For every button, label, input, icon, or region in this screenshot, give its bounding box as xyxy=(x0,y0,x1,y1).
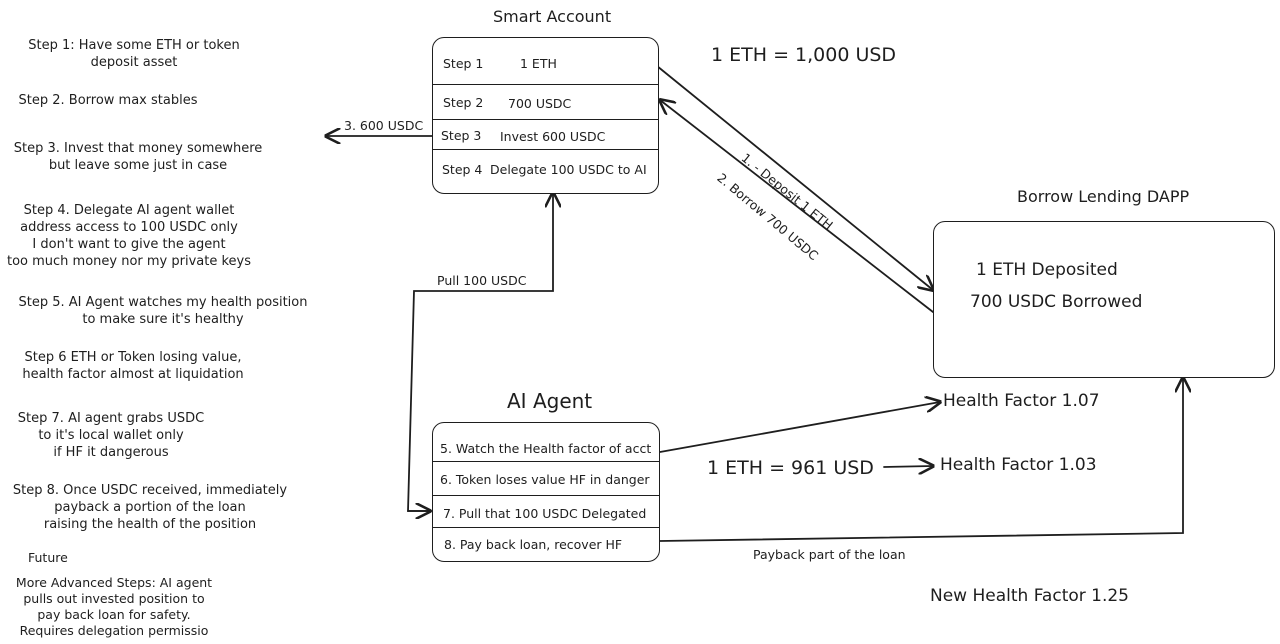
future-label: Future xyxy=(28,550,68,565)
divider xyxy=(433,84,658,85)
step-4-note: Step 4. Delegate AI agent wallet address… xyxy=(6,203,252,269)
ai-agent-row-6: 6. Token loses value HF in danger xyxy=(440,472,650,487)
future-note: More Advanced Steps: AI agent pulls out … xyxy=(15,575,213,638)
smart-account-title: Smart Account xyxy=(493,7,612,26)
smart-account-row-3-step: Step 3 xyxy=(441,128,482,143)
price-drop-arrow xyxy=(883,466,933,467)
payback-arrow xyxy=(659,378,1183,542)
smart-account-box: Step 1 1 ETH Step 2 700 USDC Step 3 Inve… xyxy=(432,37,659,194)
dapp-deposit-line: 1 ETH Deposited xyxy=(976,260,1118,280)
watch-arrow xyxy=(659,402,940,453)
step-3-note: Step 3. Invest that money somewhere but … xyxy=(13,141,263,173)
health-factor-1: Health Factor 1.07 xyxy=(943,391,1100,411)
payback-arrow-label: Payback part of the loan xyxy=(753,547,906,562)
step-2-note: Step 2. Borrow max stables xyxy=(18,93,198,108)
dapp-title: Borrow Lending DAPP xyxy=(1017,187,1190,206)
price-initial-label: 1 ETH = 1,000 USD xyxy=(711,44,897,66)
step-8-note: Step 8. Once USDC received, immediately … xyxy=(12,483,288,532)
ai-agent-row-8: 8. Pay back loan, recover HF xyxy=(444,537,623,552)
step-1-note: Step 1: Have some ETH or token deposit a… xyxy=(28,38,240,70)
divider xyxy=(433,495,659,496)
pull-arrow-label: Pull 100 USDC xyxy=(437,273,527,288)
health-factor-new: New Health Factor 1.25 xyxy=(930,586,1130,606)
smart-account-row-1-step: Step 1 xyxy=(443,56,484,71)
ai-agent-row-7: 7. Pull that 100 USDC Delegated xyxy=(443,506,647,521)
ai-agent-title: AI Agent xyxy=(507,389,593,413)
smart-account-row-2-text: 700 USDC xyxy=(508,96,572,111)
divider xyxy=(433,119,658,120)
invest-arrow-label: 3. 600 USDC xyxy=(344,118,424,133)
smart-account-row-4-text: Delegate 100 USDC to AI xyxy=(490,162,647,177)
divider xyxy=(433,461,659,462)
divider xyxy=(433,149,658,150)
step-6-note: Step 6 ETH or Token losing value, health… xyxy=(22,350,244,382)
step-7-note: Step 7. AI agent grabs USDC to it's loca… xyxy=(17,411,205,460)
dapp-borrow-line: 700 USDC Borrowed xyxy=(970,292,1143,312)
divider xyxy=(433,527,659,528)
smart-account-row-2-step: Step 2 xyxy=(443,95,484,110)
smart-account-row-3-text: Invest 600 USDC xyxy=(500,129,606,144)
price-drop-label: 1 ETH = 961 USD xyxy=(707,457,874,479)
ai-agent-box: 5. Watch the Health factor of acct 6. To… xyxy=(432,422,660,562)
deposit-arrow xyxy=(656,65,933,290)
health-factor-2: Health Factor 1.03 xyxy=(940,455,1097,475)
smart-account-row-1-text: 1 ETH xyxy=(520,56,557,71)
ai-agent-row-5: 5. Watch the Health factor of acct xyxy=(440,441,652,456)
borrow-arrow xyxy=(660,100,934,313)
step-5-note: Step 5. AI Agent watches my health posit… xyxy=(18,295,308,327)
smart-account-row-4-step: Step 4 xyxy=(442,162,483,177)
dapp-box: 1 ETH Deposited 700 USDC Borrowed xyxy=(933,221,1275,378)
